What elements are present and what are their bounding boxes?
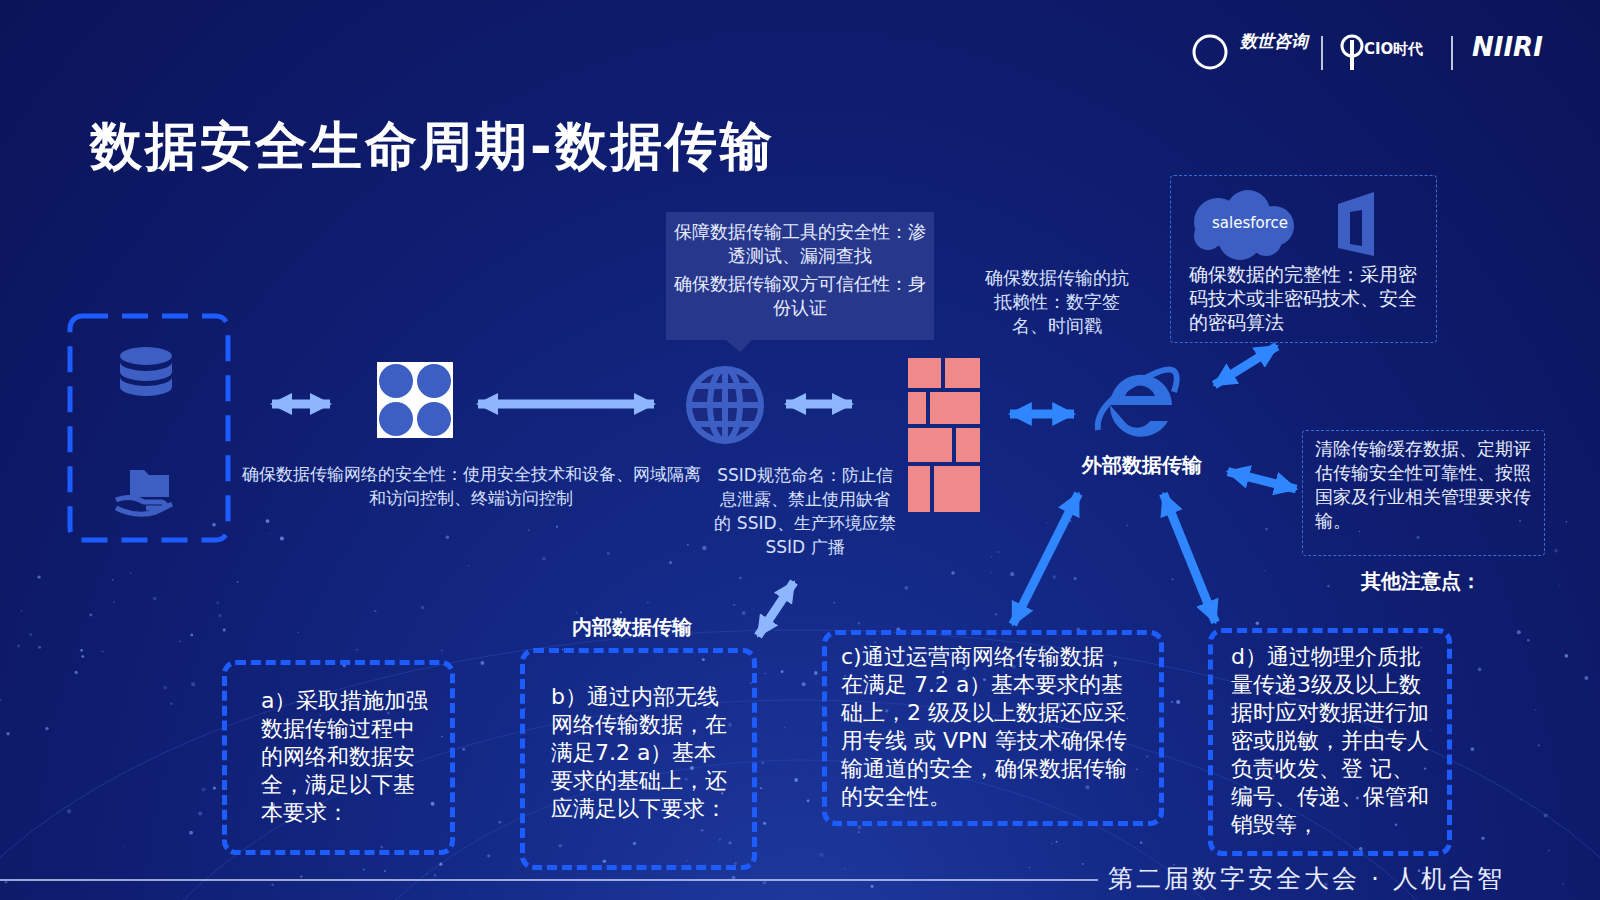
note-label: SSID规范命名：防止信息泄露、禁止使用缺省的 SSID、生产环境应禁SSID …	[712, 463, 898, 559]
requirement-box: b）通过内部无线网络传输数据，在满足7.2 a）基本要求的基础上，还应满足以下要…	[520, 648, 757, 870]
node-text: b）通过内部无线网络传输数据，在满足7.2 a）基本要求的基础上，还应满足以下要…	[551, 683, 734, 823]
node-text: 保障数据传输工具的安全性：渗透测试、漏洞查找	[674, 220, 926, 268]
footer-rule	[0, 879, 1098, 881]
connector-arrow	[1214, 346, 1277, 385]
external-hub: 外部数据传输	[1062, 360, 1222, 488]
group-heading: 内部数据传输	[556, 614, 708, 641]
requirement-box: d）通过物理介质批量传递3级及以上数据时应对数据进行加密或脱敏，并由专人负责收发…	[1208, 628, 1452, 856]
node-text: c)通过运营商网络传输数据，在满足 7.2 a）基本要求的基础上，2 级及以上数…	[841, 643, 1145, 811]
group-heading: 其他注意点：	[1346, 568, 1496, 595]
node-text: a）采取措施加强数据传输过程中的网络和数据安全，满足以下基本要求：	[261, 687, 430, 827]
note-label: 确保数据传输的抗抵赖性：数字签名、时间戳	[982, 266, 1132, 338]
logo-text: NIIRI	[1472, 32, 1572, 62]
integrity-box: 确保数据的完整性：采用密码技术或非密码技术、安全的密码算法	[1170, 175, 1437, 343]
node-text: d）通过物理介质批量传递3级及以上数据时应对数据进行加密或脱敏，并由专人负责收发…	[1231, 643, 1435, 839]
logo-text: salesforce	[1204, 214, 1296, 232]
firewall-arrow	[1010, 410, 1074, 419]
globe-icon	[689, 369, 761, 441]
note-label: 确保数据传输网络的安全性：使用安全技术和设备、网域隔离和访问控制、终端访问控制	[240, 462, 702, 510]
node-text: 确保数据的完整性：采用密码技术或非密码技术、安全的密码算法	[1189, 262, 1424, 334]
node-text: 清除传输缓存数据、定期评估传输安全性可靠性、按照国家及行业相关管理要求传输。	[1315, 437, 1534, 533]
connector-arrow	[1163, 494, 1215, 623]
folder-hand-icon	[116, 470, 172, 514]
footer-caption: 第二届数字安全大会 · 人机合智	[1108, 862, 1505, 895]
node-text: 确保数据传输双方可信任性：身份认证	[674, 272, 926, 320]
firewall-icon	[908, 358, 980, 512]
connector-arrow	[1013, 493, 1079, 624]
network-device-icon	[377, 362, 453, 438]
logo-text: 数世咨询	[1240, 30, 1320, 53]
source-box	[70, 316, 228, 540]
note-box: 清除传输缓存数据、定期评估传输安全性可靠性、按照国家及行业相关管理要求传输。	[1302, 430, 1545, 556]
callout-box: 保障数据传输工具的安全性：渗透测试、漏洞查找确保数据传输双方可信任性：身份认证	[666, 212, 934, 340]
database-icon	[120, 347, 172, 396]
logo-text: CIO时代	[1364, 40, 1448, 59]
browser-icon	[1098, 370, 1177, 437]
connector-arrow	[1228, 472, 1296, 489]
office-logo	[1338, 192, 1374, 256]
logo-marks	[1194, 36, 1452, 70]
requirement-box: a）采取措施加强数据传输过程中的网络和数据安全，满足以下基本要求：	[222, 660, 455, 855]
node-text: 外部数据传输	[1062, 452, 1222, 478]
slide-title: 数据安全生命周期-数据传输	[90, 112, 775, 182]
callout-pointer	[726, 340, 752, 352]
requirement-box: c)通过运营商网络传输数据，在满足 7.2 a）基本要求的基础上，2 级及以上数…	[822, 630, 1164, 826]
